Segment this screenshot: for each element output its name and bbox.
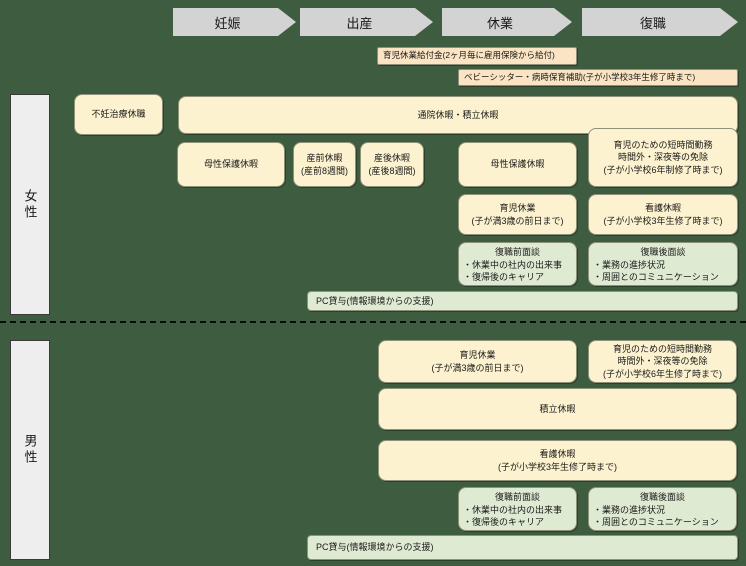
interview-items: ・業務の進捗状況 ・周囲とのコミュニケーション [593, 504, 719, 528]
box-post-return-interview-male: 復職後面談 ・業務の進捗状況 ・周囲とのコミュニケーション [588, 487, 737, 531]
stage-arrow-return: 復職 [582, 8, 738, 36]
interview-title: 復職後面談 [640, 247, 686, 257]
box-pre-return-interview-female: 復職前面談 ・休業中の社内の出来事 ・復帰後のキャリア [458, 242, 577, 286]
female-section-label: 女性 [10, 94, 50, 315]
interview-items: ・休業中の社内の出来事 ・復帰後のキャリア [463, 259, 563, 283]
stage-label: 復職 [639, 15, 666, 31]
box-nursing-leave-male: 看護休暇 (子が小学校3年生修了時まで) [378, 440, 737, 481]
banner-babysitter-subsidy: ベビーシッター・病時保育補助(子が小学校3年生修了時まで) [458, 69, 738, 86]
interview-items: ・休業中の社内の出来事 ・復帰後のキャリア [463, 504, 563, 528]
box-childcare-leave-male: 育児休業 (子が満3歳の前日まで) [378, 340, 577, 383]
male-section-label: 男性 [10, 340, 50, 560]
box-pc-loan-female: PC貸与(情報環境からの支援) [307, 291, 738, 311]
section-divider [0, 321, 746, 323]
box-short-hours-male: 育児のための短時間勤務 時間外・深夜等の免除 (子が小学校6年生修了時まで) [588, 340, 737, 383]
interview-title: 復職前面談 [494, 492, 540, 502]
stage-arrow-pregnancy: 妊娠 [173, 8, 296, 36]
box-hospital-visit-leave: 通院休暇・積立休暇 [178, 96, 738, 134]
interview-title: 復職後面談 [639, 492, 685, 502]
stage-arrow-leave: 休業 [442, 8, 572, 36]
box-postnatal-leave: 産後休暇 (産後8週間) [360, 142, 424, 187]
interview-items: ・業務の進捗状況 ・周囲とのコミュニケーション [593, 259, 719, 283]
box-maternity-protection-leave-2: 母性保護休暇 [458, 142, 577, 187]
stage-label: 妊娠 [214, 15, 241, 31]
box-pre-return-interview-male: 復職前面談 ・休業中の社内の出来事 ・復帰後のキャリア [458, 487, 577, 531]
interview-title: 復職前面談 [494, 247, 540, 257]
stage-arrow-birth: 出産 [300, 8, 433, 36]
box-childcare-leave-female: 育児休業 (子が満3歳の前日まで) [458, 194, 577, 235]
box-nursing-leave-female: 看護休暇 (子が小学校3年生修了時まで) [588, 194, 738, 235]
box-post-return-interview-female: 復職後面談 ・業務の進捗状況 ・周囲とのコミュニケーション [588, 242, 738, 286]
banner-childcare-benefit: 育児休業給付金(2ヶ月毎に雇用保険から給付) [377, 47, 577, 65]
box-short-hours-female: 育児のための短時間勤務 時間外・深夜等の免除 (子が小学校6年制修了時まで) [588, 128, 738, 187]
box-fertility-treatment-leave: 不妊治療休職 [74, 94, 163, 135]
box-maternity-protection-leave-1: 母性保護休暇 [177, 142, 285, 187]
box-accumulated-leave-male: 積立休暇 [378, 388, 737, 430]
stage-label: 出産 [346, 15, 373, 31]
box-pc-loan-male: PC貸与(情報環境からの支援) [307, 535, 738, 560]
box-prenatal-leave: 産前休暇 (産前8週間) [293, 142, 356, 187]
stage-label: 休業 [486, 15, 513, 31]
